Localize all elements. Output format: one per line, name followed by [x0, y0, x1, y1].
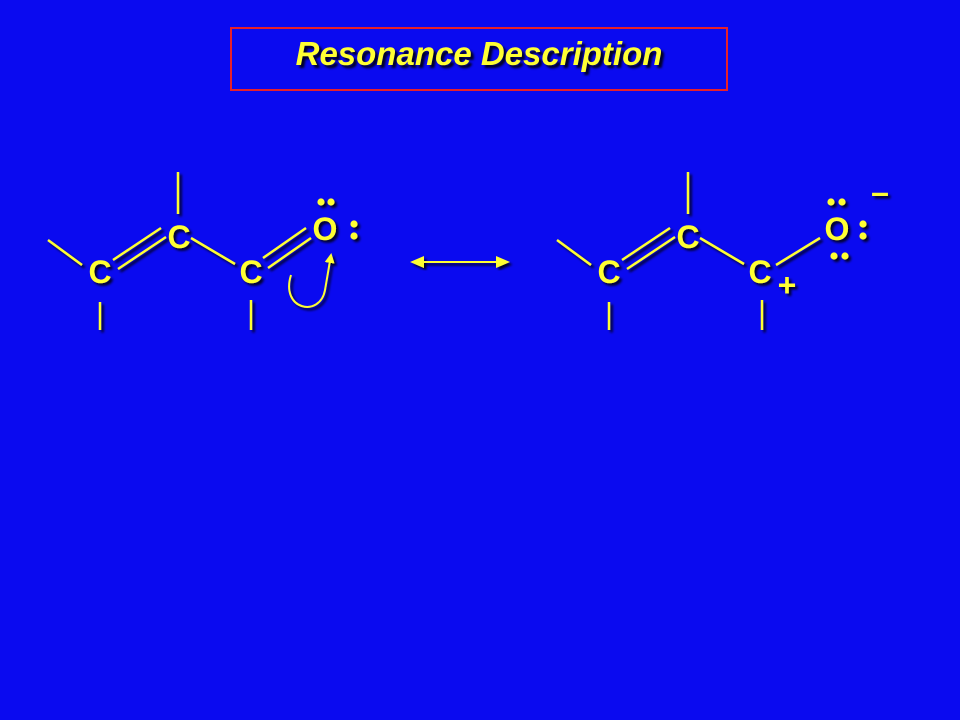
- lone-pair-dot: [350, 232, 358, 240]
- resonance-arrow: [410, 256, 510, 268]
- lone-pair-dot: [859, 220, 867, 228]
- plus-charge: +: [778, 267, 797, 303]
- double-bond-c3-o-a: [262, 226, 307, 260]
- bond-c1-substituent: [47, 238, 83, 267]
- double-bond-c1-c2-a: [621, 226, 671, 262]
- lone-pair-dot: [830, 252, 838, 260]
- double-bond-c1-c2-a: [112, 226, 162, 262]
- bond-c3-o: [775, 236, 821, 267]
- lone-pair-dot: [350, 220, 358, 228]
- atom-c3: C: [239, 254, 262, 290]
- lone-pair-dot: [327, 198, 335, 206]
- page-title: Resonance Description: [295, 35, 663, 72]
- lone-pair-dot: [827, 198, 835, 206]
- double-bond-c1-c2-b: [626, 235, 676, 271]
- left-structure: [47, 172, 335, 330]
- double-bond-c3-o-b: [267, 236, 312, 270]
- atom-o: O: [313, 211, 338, 247]
- bond-c2-c3: [190, 236, 236, 266]
- atom-c2: C: [167, 219, 190, 255]
- lone-pair-dot: [841, 252, 849, 260]
- lone-pair-dot: [317, 198, 325, 206]
- lone-pair-dot: [859, 232, 867, 240]
- atom-c3: C: [748, 254, 771, 290]
- atom-c1: C: [597, 254, 620, 290]
- bond-c2-c3: [699, 236, 745, 266]
- atom-c1: C: [88, 254, 111, 290]
- lone-pair-dot: [838, 198, 846, 206]
- atom-c2: C: [676, 219, 699, 255]
- right-structure: [556, 172, 821, 330]
- double-bond-c1-c2-b: [117, 235, 167, 271]
- bond-c1-substituent: [556, 238, 592, 267]
- atom-o: O: [825, 211, 850, 247]
- curved-arrow: [288, 253, 335, 308]
- minus-charge: –: [871, 174, 889, 210]
- title-box: Resonance Description: [230, 27, 728, 91]
